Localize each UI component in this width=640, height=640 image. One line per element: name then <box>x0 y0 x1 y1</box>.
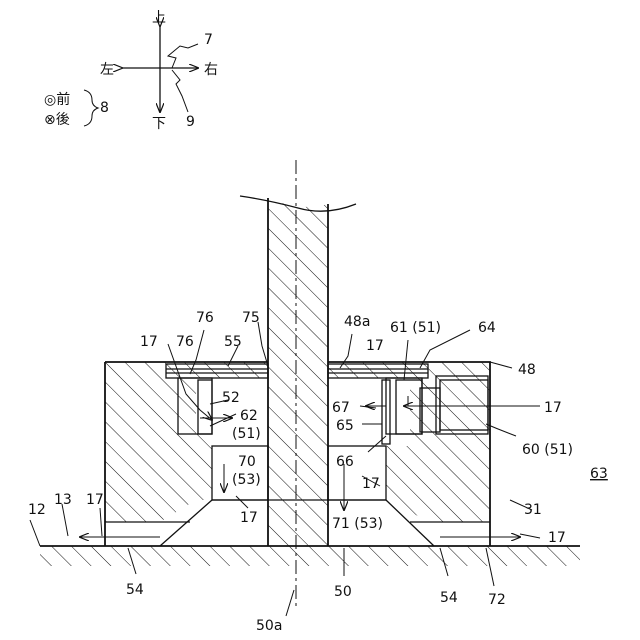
label-52: 52 <box>222 390 240 406</box>
label-12: 12 <box>28 502 46 518</box>
label-9: 9 <box>186 114 195 130</box>
direction-compass: 上 下 左 右 7 9 ◎前 ⊗後 8 <box>44 10 218 132</box>
label-76-upper: 76 <box>196 310 214 326</box>
front-symbol-label: ◎前 <box>44 91 70 108</box>
label-17-upper-right: 17 <box>366 338 384 354</box>
label-63: 63 <box>590 466 608 482</box>
label-50a: 50a <box>256 618 282 634</box>
label-64: 64 <box>478 320 496 336</box>
label-75: 75 <box>242 310 260 326</box>
label-54-right: 54 <box>440 590 458 606</box>
label-17-top-left: 17 <box>140 334 158 350</box>
compass-down-label: 下 <box>152 116 166 132</box>
label-7: 7 <box>204 32 213 48</box>
ground-surface <box>40 546 580 566</box>
label-17-center-left: 17 <box>240 510 258 526</box>
label-60-51: 60 (51) <box>522 442 573 458</box>
label-17-bottom-left: 17 <box>86 492 104 508</box>
label-76-lower: 76 <box>176 334 194 350</box>
label-17-bottom-right: 17 <box>548 530 566 546</box>
label-31: 31 <box>524 502 542 518</box>
label-50: 50 <box>334 584 352 600</box>
back-symbol-label: ⊗後 <box>44 112 70 128</box>
label-62-51: (51) <box>232 426 261 442</box>
label-72: 72 <box>488 592 506 608</box>
label-65: 65 <box>336 418 354 434</box>
label-62: 62 <box>240 408 258 424</box>
label-13: 13 <box>54 492 72 508</box>
label-48a: 48a <box>344 314 370 330</box>
compass-right-label: 右 <box>204 62 218 78</box>
label-70: 70 <box>238 454 256 470</box>
label-17-port: 17 <box>544 400 562 416</box>
label-8: 8 <box>100 100 109 116</box>
label-71-53: 71 (53) <box>332 516 383 532</box>
label-55: 55 <box>224 334 242 350</box>
compass-left-label: 左 <box>100 62 114 78</box>
label-66: 66 <box>336 454 354 470</box>
label-48: 48 <box>518 362 536 378</box>
label-67: 67 <box>332 400 350 416</box>
label-70-53: (53) <box>232 472 261 488</box>
label-54-left: 54 <box>126 582 144 598</box>
label-61-51: 61 (51) <box>390 320 441 336</box>
shaft <box>240 160 356 610</box>
compass-up-label: 上 <box>152 10 166 26</box>
label-17-center-right: 17 <box>362 476 380 492</box>
